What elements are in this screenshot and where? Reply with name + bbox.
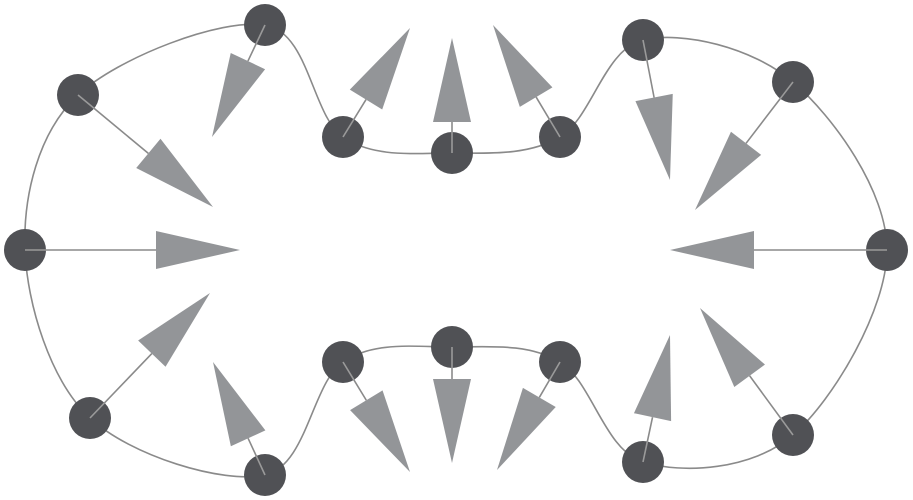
arrow-head-icon bbox=[497, 387, 556, 470]
arrow-head-icon bbox=[349, 28, 410, 110]
node-spoke bbox=[642, 39, 648, 61]
arrow-head-icon bbox=[670, 231, 754, 269]
arrow-head-icon bbox=[493, 25, 553, 107]
node-spoke bbox=[779, 81, 794, 100]
arrow-head-icon bbox=[136, 138, 213, 207]
arrow-head-icon bbox=[213, 362, 266, 447]
arrow-head-icon bbox=[138, 293, 210, 367]
node-spoke bbox=[642, 441, 649, 463]
node-spoke bbox=[77, 94, 95, 110]
arrow-head-icon bbox=[156, 231, 240, 269]
arrow-head-icon bbox=[633, 335, 672, 422]
node-spoke bbox=[779, 417, 794, 436]
arrow-head-icon bbox=[433, 38, 471, 122]
arrow-head-icon bbox=[695, 131, 762, 210]
arrow-head-icon bbox=[212, 52, 266, 137]
node-spoke bbox=[255, 24, 266, 45]
arrow-layer bbox=[25, 24, 887, 476]
node-spoke bbox=[89, 402, 106, 419]
arrow-head-icon bbox=[635, 93, 673, 180]
node-layer bbox=[4, 4, 908, 496]
node-spoke bbox=[548, 361, 561, 381]
node-spoke bbox=[255, 455, 266, 476]
node-spoke bbox=[548, 118, 561, 138]
arrow-head-icon bbox=[350, 390, 410, 472]
node-spoke bbox=[342, 361, 355, 381]
arrow-head-icon bbox=[700, 308, 765, 387]
arrow-head-icon bbox=[433, 379, 471, 463]
node-spoke bbox=[342, 118, 355, 138]
